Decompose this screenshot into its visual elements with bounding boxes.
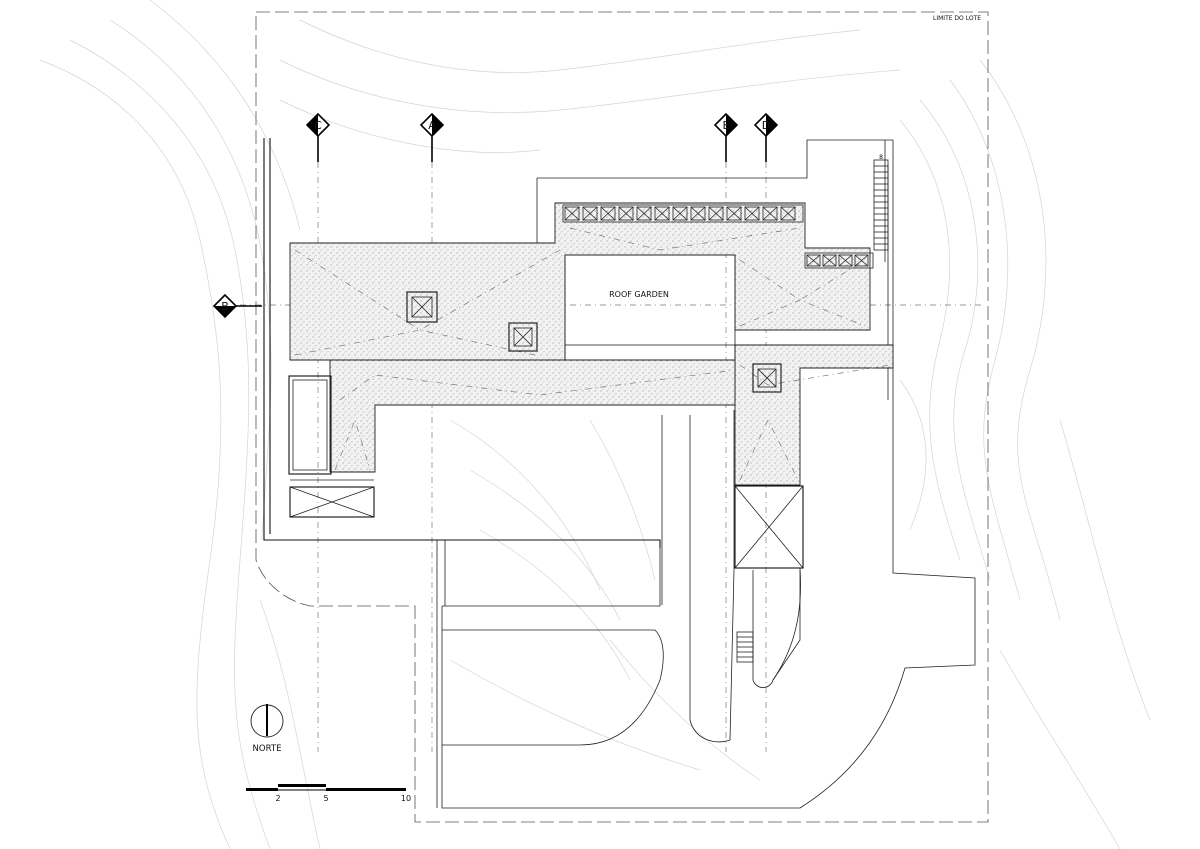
scale-bar: 2 5 10 [246,784,411,803]
section-marker-label: C [314,119,322,132]
section-marker-d[interactable]: D [753,112,779,162]
stair-top-right [873,159,889,251]
water-tank [288,375,332,475]
lot-boundary [255,11,989,823]
section-marker-label: B [221,300,229,313]
crossed-void-left [289,479,375,518]
section-marker-label: D [762,119,770,132]
planter-row-top [562,204,804,223]
skylight-icon [406,291,438,323]
scale-tick-10: 10 [401,794,411,803]
planter-row-right [804,252,874,269]
section-marker-e[interactable]: E [713,112,739,162]
stair-level-label: 8 [879,154,883,161]
section-marker-label: A [428,119,436,132]
crossed-void-right [734,485,804,569]
lot-limit-label: LIMITE DO LOTE [933,15,981,22]
building-outline [263,138,976,809]
section-marker-label: E [723,119,730,132]
scale-tick-5: 5 [323,794,328,803]
section-marker-c[interactable]: C [305,112,331,162]
section-marker-a[interactable]: A [419,112,445,162]
roof-slab [289,202,894,486]
stair-lower [736,631,754,663]
north-arrow-icon [250,704,284,738]
skylight-icon [508,322,538,352]
scale-tick-2: 2 [275,794,280,803]
skylight-icon [752,363,782,393]
section-marker-b[interactable]: B [212,293,262,319]
topographic-contours [39,0,1151,849]
north-label: NORTE [253,744,282,754]
roof-slope-lines [294,227,891,481]
roof-garden-label: ROOF GARDEN [609,290,669,299]
